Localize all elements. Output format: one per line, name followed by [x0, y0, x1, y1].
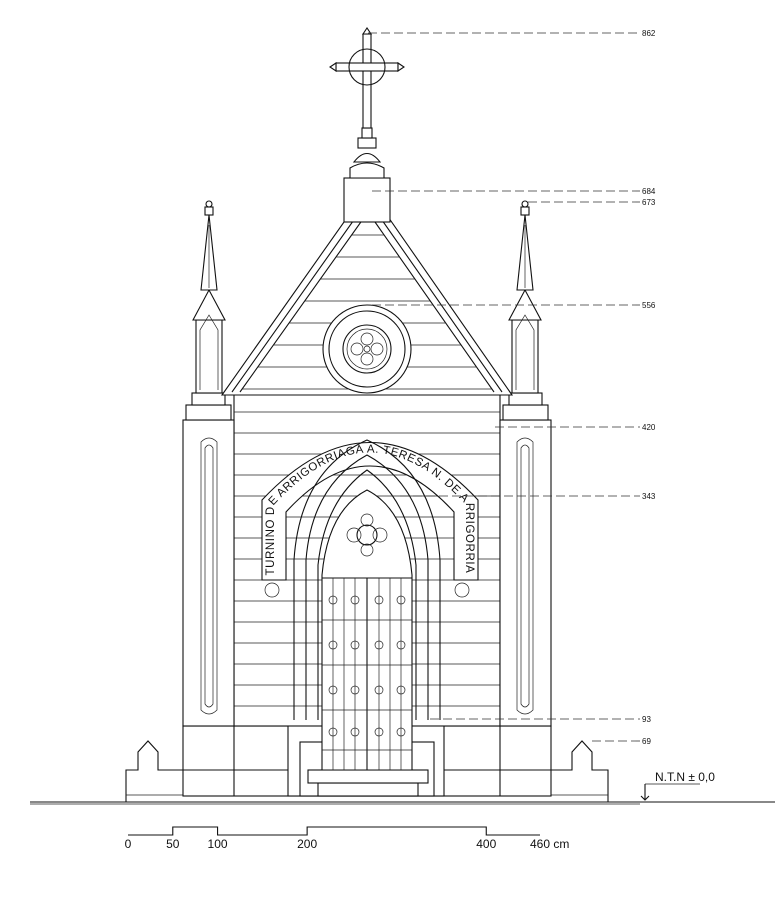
gate-rosette: [328, 640, 338, 650]
level-label: 343: [642, 492, 656, 501]
gate-rosette: [374, 640, 384, 650]
level-label: 556: [642, 301, 656, 310]
pilaster-right: [499, 200, 552, 727]
gate-rosette: [328, 685, 338, 695]
iron-gate: [321, 489, 413, 771]
ground-line: [30, 801, 775, 805]
scale-tick-label: 460 cm: [530, 837, 569, 851]
ntn-label: N.T.N ± 0,0: [655, 770, 715, 784]
level-label: 673: [642, 198, 656, 207]
spire-finial: [343, 127, 391, 223]
level-label: 69: [642, 737, 651, 746]
rose-window: [322, 304, 412, 394]
gate-rosette: [328, 595, 338, 605]
cross-icon: [329, 27, 405, 129]
scale-bar-line: [128, 826, 540, 836]
gate-rosette: [396, 640, 406, 650]
pinnacle-right: [508, 200, 542, 394]
gate-rosette: [396, 727, 406, 737]
scale-tick-label: 200: [297, 837, 317, 851]
level-label: 862: [642, 29, 656, 38]
gate-rosette: [396, 595, 406, 605]
scale-tick-label: 0: [125, 837, 132, 851]
gate-rosette: [396, 685, 406, 695]
ntn-marker: N.T.N ± 0,0: [640, 770, 715, 801]
entrance-steps: [307, 769, 429, 797]
gate-rosette: [374, 727, 384, 737]
level-label: 93: [642, 715, 651, 724]
pinnacle-left: [192, 200, 226, 394]
scale-bar: 0 50 100 200 400 460 cm: [125, 826, 569, 851]
gate-rosette: [374, 595, 384, 605]
gate-rosette: [350, 595, 360, 605]
gate-rosette: [350, 727, 360, 737]
gate-rosette: [350, 640, 360, 650]
level-label: 420: [642, 423, 656, 432]
pilaster-left: [182, 200, 235, 727]
gate-rosette: [374, 685, 384, 695]
gate-rosette: [328, 727, 338, 737]
gate-rosette: [350, 685, 360, 695]
scale-tick-label: 50: [166, 837, 180, 851]
level-label: 684: [642, 187, 656, 196]
scale-tick-label: 400: [476, 837, 496, 851]
entrance-arch: [261, 439, 479, 720]
level-markers: 862 684 673 556 420 343 93 69: [368, 29, 656, 746]
scale-tick-label: 100: [208, 837, 228, 851]
